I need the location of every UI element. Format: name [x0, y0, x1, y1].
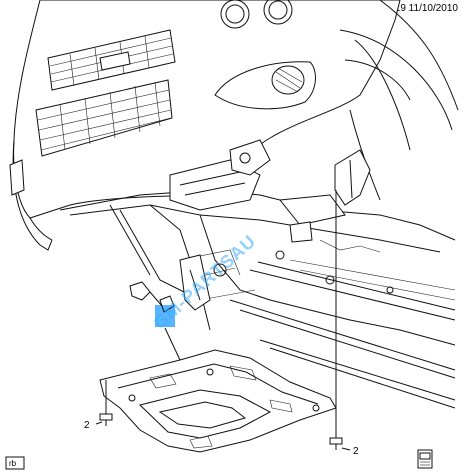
lower-grille [35, 79, 173, 157]
component-icon [417, 449, 433, 469]
fog-lamp-bezel [214, 61, 316, 110]
callout-right-bolt: 2 [353, 446, 359, 457]
vehicle-underbody [59, 139, 456, 409]
engine-splash-shield [99, 327, 337, 453]
emblem [99, 51, 131, 71]
highlighted-retainer [129, 281, 175, 327]
bolt-left [95, 380, 113, 426]
drawing-reference: RJ07-019 11/10/2010 [363, 3, 459, 14]
highlight-box [155, 305, 175, 327]
headlamp-right [263, 0, 293, 25]
retainer-clip [129, 281, 151, 301]
strut-bracket [334, 149, 371, 206]
corner-label: rb [9, 459, 17, 468]
bolt-right [329, 190, 351, 451]
corner-label-box [5, 456, 25, 470]
front-bumper-fascia [9, 0, 411, 251]
callout-left-bolt: 2 [84, 420, 90, 431]
watermark: GM-PARTSAU [149, 231, 259, 333]
headlamp-left [220, 0, 250, 29]
